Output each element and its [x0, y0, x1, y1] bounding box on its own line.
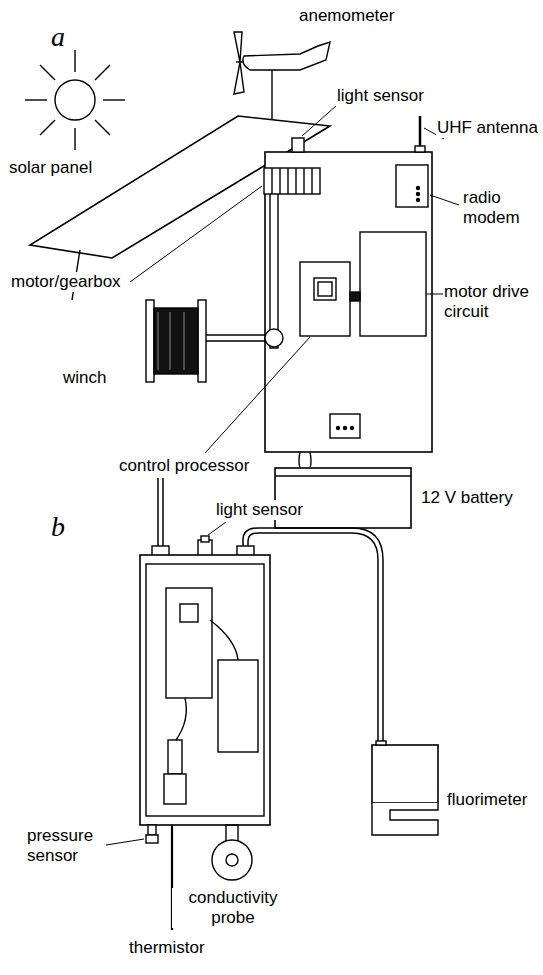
- part-label: pressure sensor: [26, 826, 106, 866]
- motor-gearbox-symbol: [264, 168, 320, 194]
- terminal-block: [330, 414, 360, 438]
- part-label: light sensor: [215, 500, 304, 520]
- pressure-sensor-symbol: [146, 825, 158, 843]
- part-label: motor drive circuit: [443, 282, 539, 322]
- anemometer-symbol: [234, 32, 330, 121]
- part-label: thermistor: [128, 938, 206, 958]
- panel-letter: a: [50, 22, 66, 52]
- control-processor-symbol: [300, 262, 350, 336]
- sun-symbol: [25, 50, 125, 150]
- part-label: 12 V battery: [420, 488, 514, 508]
- radio-modem-symbol: [396, 165, 428, 207]
- part-label: fluorimeter: [446, 790, 528, 810]
- part-label: radio modem: [462, 188, 538, 228]
- part-label: control processor: [118, 456, 250, 476]
- motor-drive-board: [360, 232, 426, 336]
- drive-belt: [270, 192, 278, 348]
- part-label: solar panel: [8, 158, 93, 178]
- leader-lines: [130, 106, 459, 453]
- antenna-symbol: [415, 116, 425, 152]
- panel-letter: b: [50, 512, 66, 542]
- part-label: winch: [62, 368, 107, 388]
- sonde-housing: [140, 555, 270, 825]
- part-label: motor/gearbox: [10, 272, 122, 292]
- ribbon-cable: [350, 292, 360, 301]
- winch-symbol: [146, 300, 265, 382]
- cog-symbol: [265, 329, 283, 347]
- part-label: light sensor: [336, 86, 425, 106]
- part-label: UHF antenna: [436, 118, 539, 138]
- enclosure: [265, 152, 432, 452]
- conductivity-probe-symbol: [212, 825, 252, 880]
- light-sensor-symbol: [292, 138, 304, 152]
- part-label: conductivity probe: [172, 888, 294, 928]
- cog-symbol: [265, 329, 283, 347]
- cable-gland: [152, 536, 254, 556]
- fluorimeter-symbol: [372, 741, 438, 835]
- drive-belt: [270, 192, 278, 348]
- part-label: anemometer: [298, 6, 395, 26]
- leader-lines: [100, 522, 226, 846]
